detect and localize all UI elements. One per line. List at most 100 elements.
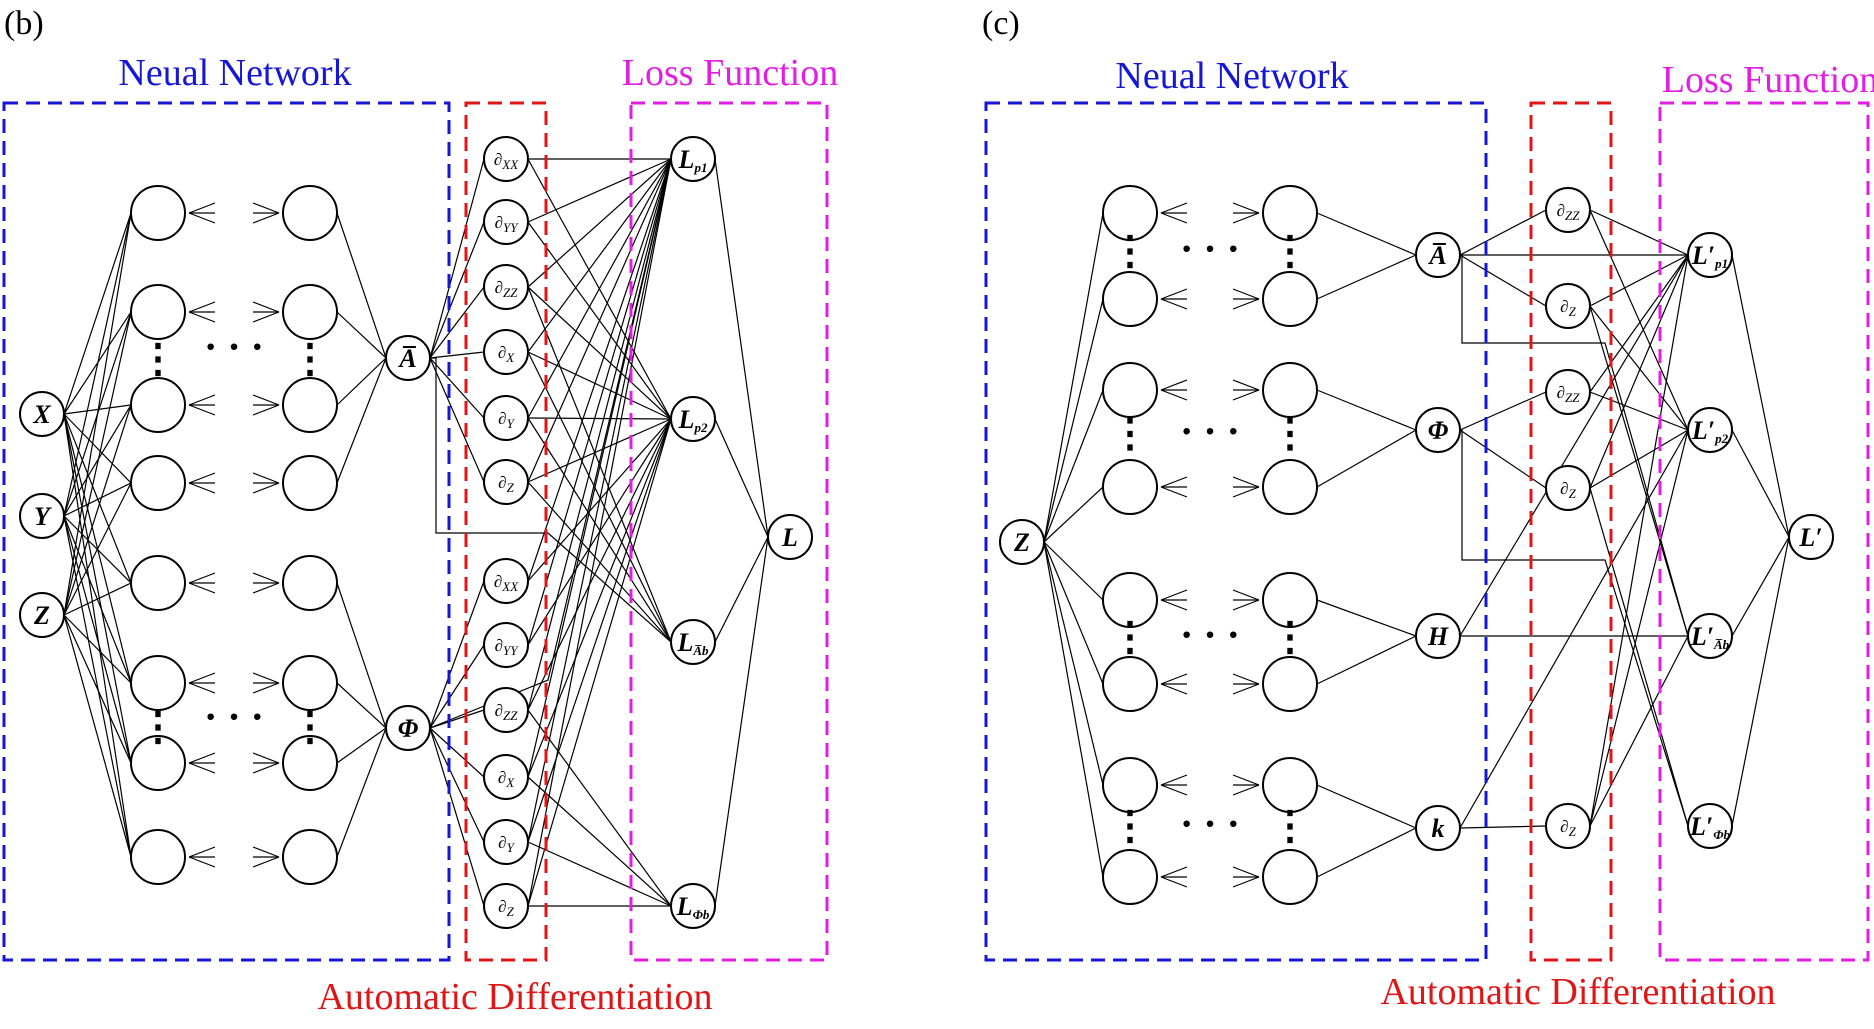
c-total-loss-label: L′ — [1798, 523, 1822, 552]
b-edge-out1-d0 — [429, 580, 485, 729]
b-input-1-label-base: Y — [34, 502, 52, 531]
b-input-0: X — [19, 391, 65, 437]
b-edge-d9-lphib — [527, 776, 672, 907]
c-derivative-2-label-base: ∂ — [1557, 383, 1565, 402]
b-edge-d8-lp1 — [527, 158, 672, 711]
b-edge-in-2-0 — [63, 212, 132, 616]
b-edge-in-1-7 — [63, 515, 132, 858]
b-derivative-0-label-sub: XX — [501, 157, 519, 172]
b-edge-d2-lab — [527, 286, 672, 643]
panel-b-neural-network-box — [2, 101, 451, 962]
c-derivative-4-label-sub: Z — [1569, 824, 1577, 839]
b-input-1-label: Y — [34, 502, 52, 531]
b-derivative-2-label-sub: ZZ — [503, 285, 518, 300]
c-edge-d3-lp1 — [1589, 254, 1689, 489]
c-g0-b1-stub-2 — [1232, 212, 1260, 224]
c-g3-a1-stub-2 — [1160, 784, 1188, 796]
b-loss-0-circle — [670, 136, 716, 182]
c-loss-1: L′p2 — [1687, 407, 1733, 453]
b-edge-in-0-0 — [63, 212, 132, 415]
c-edge-g1-out-0 — [1316, 389, 1417, 431]
c-g2-a1-stub-2 — [1160, 599, 1188, 611]
c-g2-a2-stub-2 — [1160, 683, 1188, 695]
b-hidden2-neuron-2 — [282, 377, 338, 433]
c-hdots-g3: · · · — [1180, 801, 1240, 846]
b-h1-7-stub-0 — [188, 846, 216, 858]
b-edge-d9-lp1 — [527, 158, 672, 778]
c-input-0-label-base: Z — [1013, 528, 1030, 557]
b-input-1: Y — [19, 493, 65, 539]
b-loss-2-label-sub: A̅b — [692, 643, 709, 658]
b-loss-1-circle — [670, 396, 716, 442]
b-hidden1-neuron-4 — [130, 555, 186, 611]
b-output-1-label: Φ — [398, 714, 419, 743]
b-derivative-0-label-base: ∂ — [494, 150, 502, 169]
c-edge-d2-lp1 — [1589, 254, 1689, 393]
c-derivative-0: ∂ZZ — [1545, 187, 1591, 233]
panel-b-autodiff-label: Automatic Differentiation — [317, 976, 712, 1018]
b-edge-h2-out0-2 — [336, 357, 387, 406]
c-loss-2-label: L′A̅b — [1690, 622, 1730, 652]
b-h2-4-stub-0 — [252, 572, 280, 584]
c-edge-d3-lphib — [1589, 487, 1689, 827]
c-derivative-4-label-base: ∂ — [1560, 817, 1568, 836]
b-h2-6-stub-0 — [252, 752, 280, 764]
b-derivative-6-label: ∂XX — [494, 572, 519, 594]
b-h2-0-stub-0 — [252, 202, 280, 214]
c-edge-g3-out-1 — [1316, 827, 1417, 878]
b-derivative-9-label-base: ∂ — [498, 768, 506, 787]
b-edge-in-2-4 — [63, 582, 132, 616]
c-edge-in-g0-0 — [1043, 212, 1104, 543]
b-derivative-3-label-base: ∂ — [498, 343, 506, 362]
b-h1-3-stub-2 — [188, 482, 216, 494]
b-loss-0-label-sub: p1 — [693, 160, 707, 175]
c-loss-2-label-sub: A̅b — [1713, 637, 1730, 652]
panel-c-neural-network-label: Neual Network — [1115, 55, 1348, 97]
c-vdots-g3-a: ⋮ — [1110, 803, 1150, 848]
b-h1-5-stub-0 — [188, 672, 216, 684]
c-loss-0: L′p1 — [1687, 232, 1733, 278]
b-edge-abar-bypass — [430, 357, 672, 643]
c-group0-hidden1-neuron-1 — [1102, 271, 1158, 327]
b-edge-in-1-3 — [63, 482, 132, 517]
c-derivative-2-label-sub: ZZ — [1565, 390, 1580, 405]
c-total-loss-circle — [1788, 514, 1834, 560]
panel-c-loss-box — [1658, 101, 1870, 962]
b-derivative-8-label-base: ∂ — [495, 701, 503, 720]
c-loss-3: L′Φb — [1687, 803, 1733, 849]
c-input-0-circle — [999, 519, 1045, 565]
c-output-2-label: H — [1427, 622, 1449, 651]
b-derivative-6-circle — [483, 558, 529, 604]
b-derivative-11-label-base: ∂ — [498, 897, 506, 916]
c-vdots-g0-b: ⋮ — [1270, 228, 1310, 273]
c-loss-1-circle — [1687, 407, 1733, 453]
b-h1-4-stub-2 — [188, 582, 216, 594]
c-group2-hidden2-neuron-0 — [1262, 572, 1318, 628]
b-derivative-6-label-base: ∂ — [494, 572, 502, 591]
c-g1-b1-stub-2 — [1232, 389, 1260, 401]
c-derivative-3-circle — [1545, 465, 1591, 511]
c-g0-a1-stub-2 — [1160, 212, 1188, 224]
b-loss-1: Lp2 — [670, 396, 716, 442]
b-hidden2-neuron-0 — [282, 185, 338, 241]
b-hidden1-neuron-6 — [130, 735, 186, 791]
b-h1-5-stub-2 — [188, 682, 216, 694]
c-g3-b2-stub-0 — [1232, 866, 1260, 878]
c-edge-in-g3-0 — [1043, 541, 1104, 786]
b-derivative-7-label: ∂YY — [495, 636, 520, 658]
b-edge-h2-out1-0 — [336, 582, 387, 729]
b-edge-in-0-6 — [63, 413, 132, 764]
c-g2-b1-stub-0 — [1232, 589, 1260, 601]
b-edge-in-2-5 — [63, 614, 132, 684]
c-edge-loss1-total — [1731, 429, 1790, 538]
c-edge-d4-lab — [1589, 635, 1689, 827]
b-derivative-1-circle — [483, 199, 529, 245]
b-output-1: Φ — [385, 705, 431, 751]
panel-c-tag: (c) — [982, 5, 1020, 42]
c-edge-d1-lp1 — [1589, 254, 1689, 307]
c-g3-b1-stub-0 — [1232, 774, 1260, 786]
b-total-loss-label-base: L — [781, 523, 798, 552]
b-hidden1-neuron-5 — [130, 655, 186, 711]
b-h1-2-stub-2 — [188, 404, 216, 416]
